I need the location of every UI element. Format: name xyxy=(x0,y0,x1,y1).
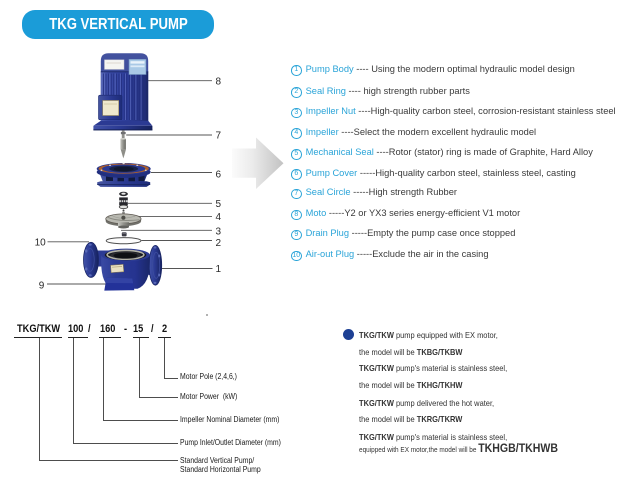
svg-text:2: 2 xyxy=(216,238,222,249)
svg-text:3: 3 xyxy=(216,226,222,237)
svg-text:8: 8 xyxy=(216,77,222,88)
svg-text:1: 1 xyxy=(216,264,222,275)
svg-text:5: 5 xyxy=(216,199,222,210)
svg-text:7: 7 xyxy=(216,131,222,142)
svg-text:9: 9 xyxy=(39,280,45,291)
svg-text:10: 10 xyxy=(35,237,47,248)
svg-text:6: 6 xyxy=(216,169,222,180)
svg-text:4: 4 xyxy=(216,212,222,223)
